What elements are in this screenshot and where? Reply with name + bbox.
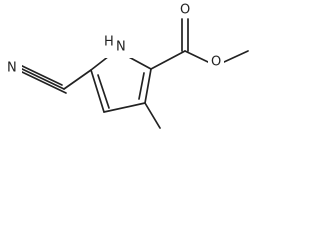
ester-o-mask — [208, 54, 224, 71]
nitrile-bond-line-3 — [17, 63, 63, 86]
ring-bond-c3-c2 — [144, 68, 152, 104]
nitrile-n-mask — [6, 60, 22, 76]
nitrile-bond-line-2 — [21, 71, 67, 94]
nitrile-bond-line-1 — [19, 67, 65, 90]
pyrrole-ring — [90, 55, 152, 113]
ring-bond-n-c5 — [90, 55, 110, 71]
ring-n-label: N — [116, 40, 126, 55]
ring-bond-c5-c4 — [90, 69, 105, 113]
ring-nh-mask — [103, 33, 133, 58]
ester-o-label: O — [211, 55, 221, 70]
chemical-structure-diagram: N H N O O — [6, 0, 249, 129]
carbonyl-o-mask — [177, 0, 193, 17]
ring-bond-c4-c3 — [103, 102, 146, 113]
methyl-bond — [144, 102, 161, 129]
ring-bond-c5-c4-inner — [97, 74, 110, 109]
ring-to-carbonyl-carbon-bond — [150, 50, 186, 70]
nitrile-n-label: N — [7, 61, 17, 76]
nitrile-carbon-to-ring-bond — [63, 69, 92, 90]
nitrile-triple-bond — [17, 63, 67, 94]
ring-h-label: H — [104, 35, 114, 50]
ring-bond-c3-c2-inner — [138, 72, 145, 100]
carbonyl-carbon-to-ester-oxygen-bond — [184, 50, 209, 63]
carbonyl-o-label: O — [180, 3, 190, 18]
ester-oxygen-to-methyl-bond — [223, 50, 249, 63]
ring-bond-n-c2 — [126, 55, 152, 70]
